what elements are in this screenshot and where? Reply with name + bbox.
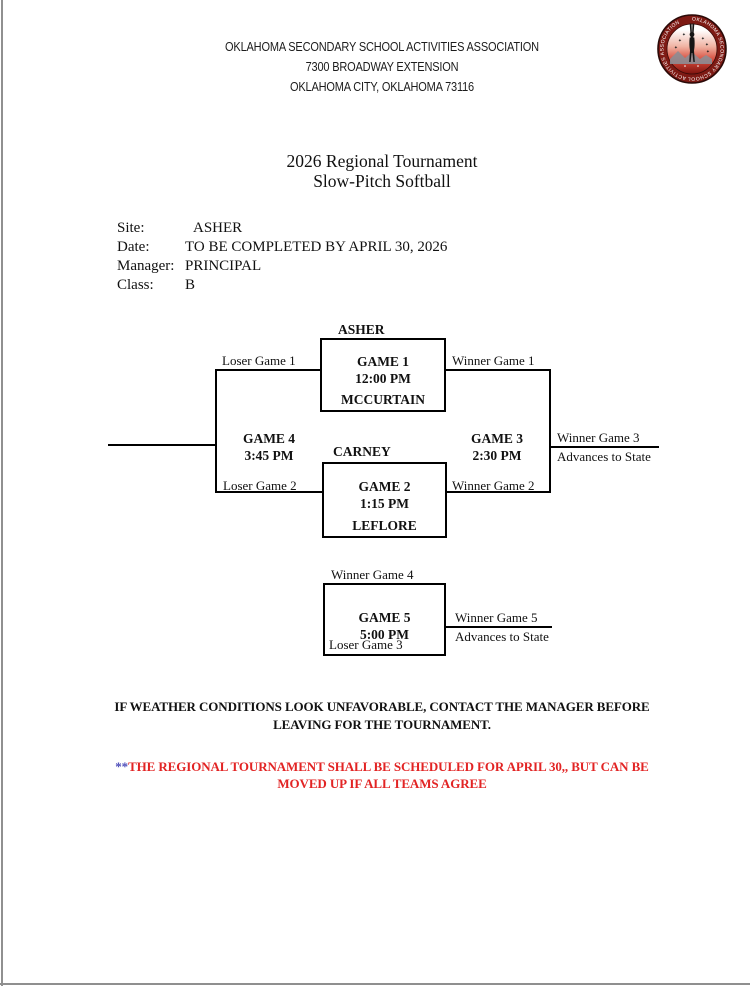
game5-box: GAME 5 5:00 PM Loser Game 3: [323, 583, 446, 656]
class-value: B: [185, 277, 196, 293]
red-note-line-1: **THE REGIONAL TOURNAMENT SHALL BE SCHED…: [14, 759, 750, 775]
site-label: Site:: [117, 220, 145, 236]
game1-time: 12:00 PM: [355, 371, 411, 386]
date-value: TO BE COMPLETED BY APRIL 30, 2026: [185, 239, 448, 255]
game2-team-top: CARNEY: [333, 444, 391, 459]
game1-team-top: ASHER: [338, 322, 385, 337]
weather-note-line-1: IF WEATHER CONDITIONS LOOK UNFAVORABLE, …: [114, 699, 650, 714]
letterhead-line-3: OKLAHOMA CITY, OKLAHOMA 73116: [289, 80, 475, 94]
svg-text:✦: ✦: [678, 38, 682, 43]
game2-title: GAME 2: [358, 479, 411, 494]
right-bracket-vline: [549, 369, 551, 493]
svg-text:✦: ✦: [674, 45, 678, 50]
game2-winner-label: Winner Game 2: [452, 478, 535, 493]
game1-winner-line: [446, 369, 551, 371]
game4-title: GAME 4: [242, 431, 296, 446]
red-note-text-1: THE REGIONAL TOURNAMENT SHALL BE SCHEDUL…: [128, 759, 649, 774]
game3-advances-label: Advances to State: [557, 449, 651, 464]
svg-text:✦: ✦: [682, 32, 686, 37]
game5-title: GAME 5: [358, 610, 411, 625]
class-label: Class:: [117, 277, 154, 293]
manager-label: Manager:: [117, 258, 175, 274]
doc-title-line-1: 2026 Regional Tournament: [286, 151, 478, 171]
game1-loser-label: Loser Game 1: [222, 353, 296, 368]
game3-title: GAME 3: [470, 431, 524, 446]
svg-text:✦: ✦: [706, 49, 710, 54]
manager-value: PRINCIPAL: [185, 258, 262, 274]
game2-loser-label: Loser Game 2: [223, 478, 297, 493]
svg-text:✦: ✦: [705, 42, 709, 47]
game5-winner-line: [446, 626, 552, 628]
game5-time: 5:00 PM: [359, 627, 410, 642]
red-note-line-2: MOVED UP IF ALL TEAMS AGREE: [277, 776, 487, 791]
game3-winner-label: Winner Game 3: [557, 430, 640, 445]
game4-block: GAME 4 3:45 PM: [219, 430, 319, 464]
game3-block: GAME 3 2:30 PM: [447, 430, 547, 464]
game4-time: 3:45 PM: [244, 448, 294, 463]
svg-text:✦: ✦: [701, 36, 705, 41]
game2-time: 1:15 PM: [359, 496, 410, 511]
site-value: ASHER: [193, 220, 243, 236]
game2-loser-line: [215, 491, 322, 493]
game1-title: GAME 1: [356, 354, 410, 369]
game5-winner-label: Winner Game 5: [455, 610, 538, 625]
game3-out-line: [549, 446, 659, 448]
game1-winner-label: Winner Game 1: [452, 353, 535, 368]
game1-team-bottom: MCCURTAIN: [340, 392, 426, 407]
game1-loser-line: [215, 369, 320, 371]
game1-box: GAME 1 12:00 PM MCCURTAIN: [320, 338, 446, 412]
game3-time: 2:30 PM: [472, 448, 522, 463]
game2-team-bottom: LEFLORE: [352, 518, 417, 533]
page-edge-bottom: [0, 983, 750, 985]
doc-title-line-2: Slow-Pitch Softball: [313, 171, 451, 191]
page-edge-left: [1, 0, 3, 986]
game5-bottom-feed-label: Loser Game 3: [329, 637, 403, 652]
letterhead-line-1: OKLAHOMA SECONDARY SCHOOL ACTIVITIES ASS…: [225, 40, 539, 54]
red-note-asterisks: **: [115, 759, 129, 774]
game4-out-line: [108, 444, 217, 446]
game5-top-feed-label: Winner Game 4: [331, 567, 414, 582]
weather-note-line-2: LEAVING FOR THE TOURNAMENT.: [273, 717, 491, 732]
letterhead-line-2: 7300 BROADWAY EXTENSION: [305, 60, 459, 74]
game2-winner-line: [446, 491, 551, 493]
game2-box: GAME 2 1:15 PM LEFLORE: [322, 462, 447, 538]
ossaa-seal-icon: OKLAHOMA SECONDARY SCHOOL ACTIVITIES ASS…: [657, 14, 727, 84]
game5-advances-label: Advances to State: [455, 629, 549, 644]
ossaa-logo: OKLAHOMA SECONDARY SCHOOL ACTIVITIES ASS…: [655, 12, 729, 86]
left-bracket-vline: [215, 369, 217, 493]
date-label: Date:: [117, 239, 150, 255]
